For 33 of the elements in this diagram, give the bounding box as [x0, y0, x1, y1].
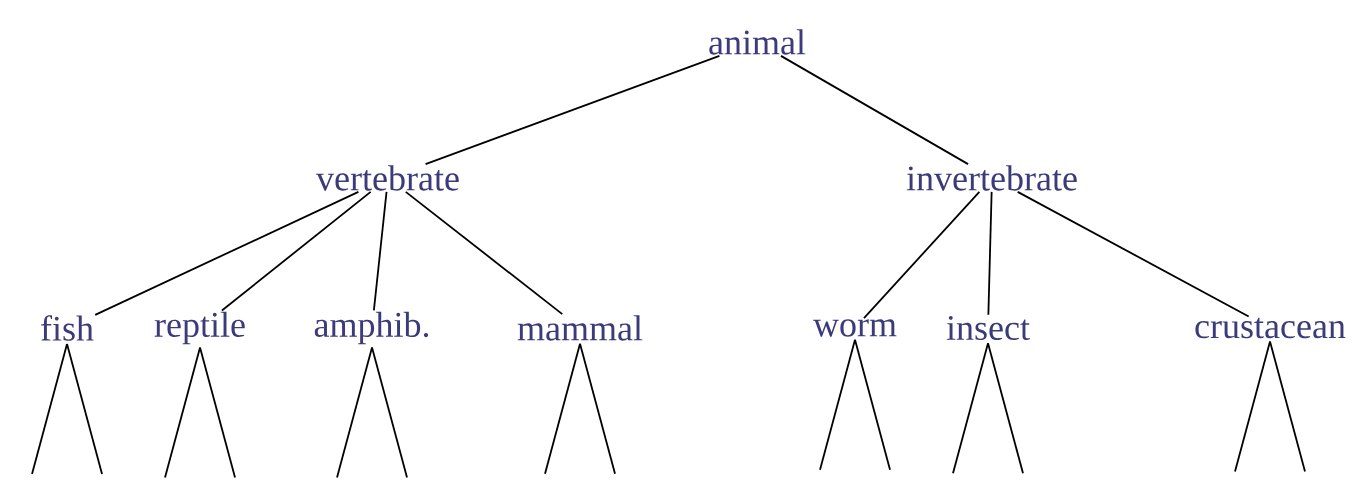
branch-line [66, 343, 103, 475]
branch-line [371, 346, 408, 479]
branch-line [164, 346, 201, 479]
tree-label: worm [813, 319, 897, 337]
branch-line [199, 346, 236, 479]
branch-line [31, 343, 68, 475]
branch-line [1016, 190, 1250, 318]
branch-line [424, 54, 721, 165]
branch-line [544, 342, 581, 475]
branch-line [579, 342, 616, 475]
branch-line [780, 54, 969, 165]
tree-label: vertebrate [316, 165, 459, 191]
tree-label: reptile [154, 311, 245, 345]
tree-label: mammal [517, 315, 643, 341]
tree-label: amphib. [314, 311, 429, 345]
tree-label: fish [41, 315, 94, 341]
tree-label: insect [946, 315, 1030, 341]
branch-line [373, 190, 388, 312]
tree-label: invertebrate [906, 165, 1077, 191]
tree-label: crustacean [1195, 317, 1346, 339]
branch-line [1234, 340, 1271, 473]
branch-line [94, 190, 360, 316]
branch-line [987, 342, 1024, 475]
branch-line [819, 338, 856, 471]
branch-line [404, 190, 564, 315]
branch-line [1269, 340, 1306, 473]
branch-line [336, 346, 373, 479]
branch-line [987, 190, 993, 316]
branch-line [221, 190, 372, 312]
tree-label: animal [709, 29, 806, 55]
branch-line [952, 342, 989, 475]
branch-line [854, 338, 891, 471]
branch-line [863, 190, 981, 320]
